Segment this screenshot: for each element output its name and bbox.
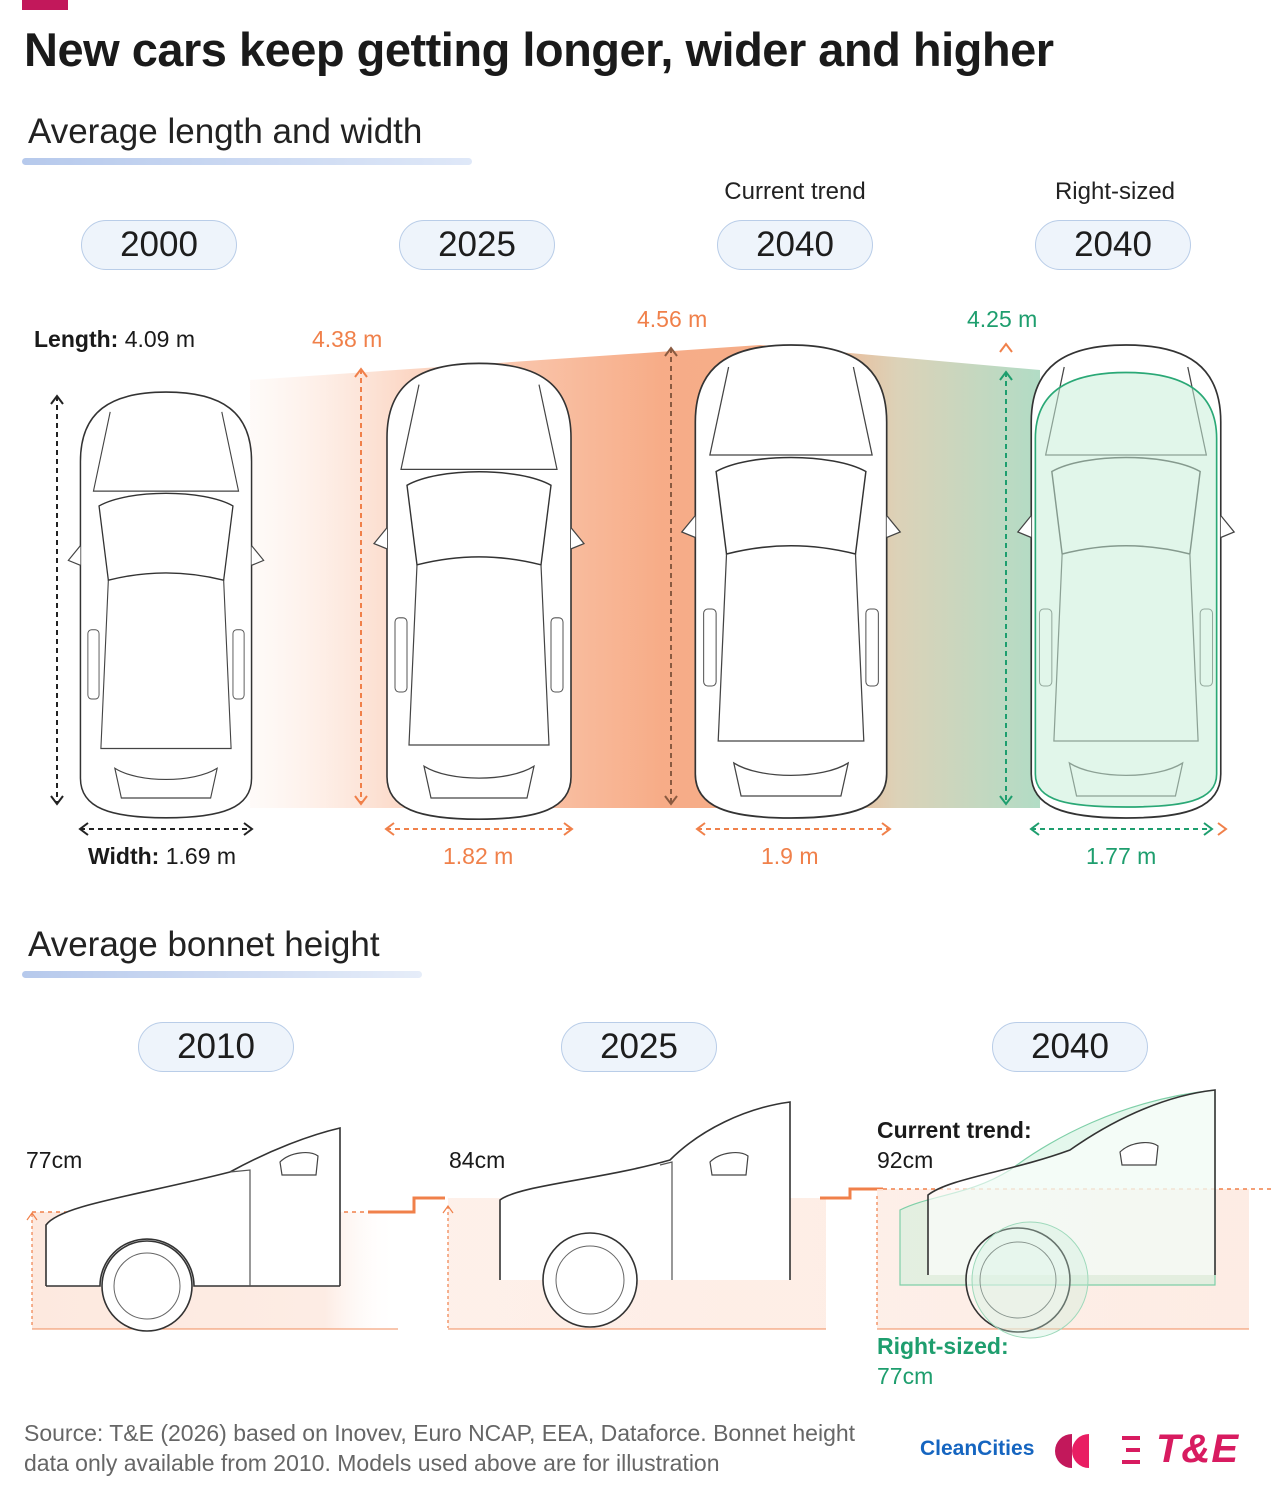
width-arrow-2040-current — [695, 822, 892, 836]
length-arrow-2040-current — [664, 346, 678, 806]
step-connector-1 — [368, 1196, 445, 1214]
side-panel-2010 — [26, 1126, 398, 1332]
bonnet-label-2025: 84cm — [449, 1147, 506, 1173]
accent-bar — [22, 0, 68, 10]
length-label-2000: Length: 4.09 m — [34, 326, 196, 352]
year-pill-2025: 2025 — [399, 220, 555, 270]
bonnet-label-right-sized-title: Right-sized: — [877, 1333, 1009, 1359]
bonnet-label-current-trend-title: Current trend: — [877, 1117, 1032, 1143]
length-label-2025: 4.38 m — [312, 326, 383, 352]
section-underline — [22, 158, 472, 165]
chart-title: New cars keep getting longer, wider and … — [24, 23, 1054, 76]
year-pill-2040-right-sized: 2040 — [1035, 220, 1191, 270]
width-label-2000: Width: 1.69 m — [88, 843, 237, 869]
side-panel-2025 — [442, 1101, 826, 1330]
te-logo: T&E — [1156, 1427, 1239, 1471]
length-arrow-2000 — [50, 394, 64, 806]
year-pill-2040-bonnet: 2040 — [992, 1022, 1148, 1072]
width-arrow-2040-right-sized — [1029, 822, 1228, 836]
width-label-2040-current: 1.9 m — [761, 843, 819, 869]
section-title-bonnet-height: Average bonnet height — [28, 925, 380, 964]
source-note: Source: T&E (2026) based on Inovev, Euro… — [24, 1420, 856, 1476]
length-label-2040-right-sized: 4.25 m — [967, 306, 1038, 332]
year-pill-2040-current: 2040 — [717, 220, 873, 270]
te-mark-icon — [1122, 1436, 1140, 1464]
width-label-2025: 1.82 m — [443, 843, 514, 869]
scenario-label-right-sized: Right-sized — [1054, 178, 1176, 205]
length-label-2040-current: 4.56 m — [637, 306, 708, 332]
section-title-length-width: Average length and width — [28, 112, 423, 151]
year-pill-2000: 2000 — [81, 220, 237, 270]
width-arrow-2000 — [78, 822, 254, 836]
step-connector-2 — [820, 1187, 883, 1200]
bonnet-label-right-sized-value: 77cm — [877, 1363, 934, 1389]
bonnet-label-2010: 77cm — [26, 1147, 83, 1173]
year-pill-2025-bonnet: 2025 — [561, 1022, 717, 1072]
side-panel-2040 — [876, 1089, 1275, 1339]
section-underline — [22, 971, 422, 978]
width-arrow-2025 — [384, 822, 574, 836]
length-arrow-2025 — [354, 367, 368, 806]
length-arrow-2040-right-sized — [999, 342, 1013, 806]
car-top-2040-right-sized — [1016, 344, 1236, 819]
bonnet-label-current-trend-value: 92cm — [877, 1147, 934, 1173]
scenario-label-current-trend: Current trend — [724, 178, 866, 205]
year-pill-2010: 2010 — [138, 1022, 294, 1072]
width-label-2040-right-sized: 1.77 m — [1086, 843, 1157, 869]
clean-cities-logo: CleanCities — [920, 1437, 1035, 1460]
